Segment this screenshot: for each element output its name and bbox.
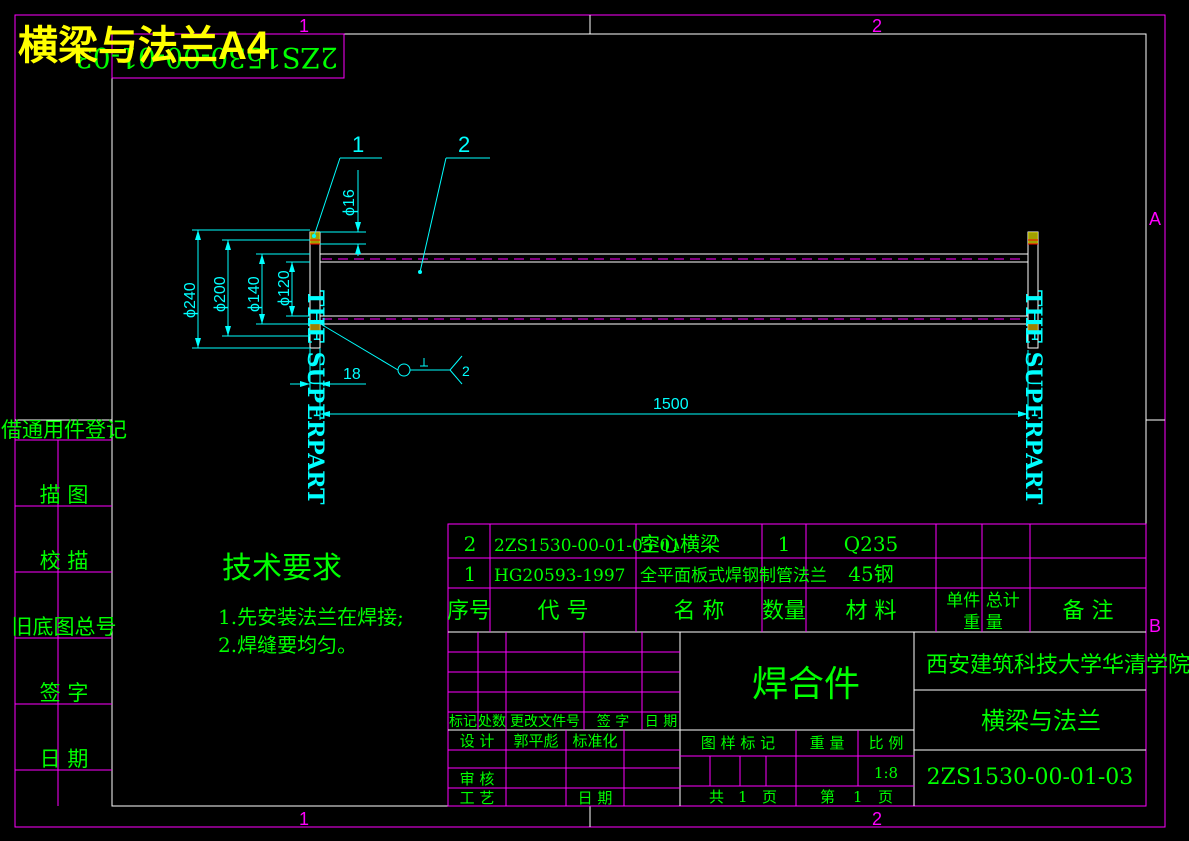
diameter-dimensions — [192, 170, 1029, 420]
bom-row-no: 1 — [464, 562, 477, 586]
drawing-frame — [14, 14, 1166, 828]
tech-requirements: 技术要求 1.先安装法兰在焊接; 2.焊缝要均匀。 — [218, 551, 404, 657]
dim-phi120: ϕ120 — [276, 270, 293, 306]
sheet-title: 横梁与法兰A4 — [18, 24, 270, 68]
design-label: 设 计 — [460, 732, 495, 750]
bom-header-qty: 数量 — [762, 599, 806, 624]
designer-name: 郭平彪 — [513, 732, 558, 750]
dim-phi200: ϕ200 — [212, 276, 229, 312]
bom-header-weight-bottom: 重 量 — [963, 613, 1002, 633]
weight-label: 重 量 — [810, 734, 845, 752]
part-callouts — [313, 157, 490, 385]
bom-row-material: 45钢 — [848, 562, 893, 586]
tech-req-item-2: 2.焊缝要均匀。 — [218, 633, 357, 657]
rev-label-date: 日 期 — [645, 714, 677, 730]
revision-header: 标记 处数 更改文件号 签 字 日 期 — [449, 713, 677, 730]
zone-right-a: A — [1149, 209, 1161, 229]
side-column: 借通用件登记 描 图 校 描 旧底图总号 签 字 日 期 — [1, 418, 127, 771]
bom-header-code: 代 号 — [538, 599, 589, 624]
beam-outline — [320, 253, 1028, 325]
side-label-borrow: 借通用件登记 — [1, 418, 127, 442]
bom-row-no: 2 — [464, 532, 477, 556]
scale-value: 1:8 — [874, 764, 898, 782]
side-label-trace: 描 图 — [40, 483, 89, 507]
bom-row-code: HG20593-1997 — [494, 566, 626, 586]
part-name: 横梁与法兰 — [981, 707, 1101, 735]
bom-row: 2 2ZS1530-00-01-03-01 空心横梁 1 Q235 — [464, 532, 899, 556]
bom-header-material: 材 料 — [846, 599, 897, 624]
callout-2: 2 — [458, 132, 470, 157]
approval-date-label: 日 期 — [578, 789, 613, 807]
sheet-label: 第 — [820, 788, 835, 806]
bom-row-material: Q235 — [844, 532, 899, 556]
stage-label: 图 样 标 记 — [701, 734, 775, 752]
zone-bottom-2: 2 — [872, 809, 882, 829]
dim-phi16: ϕ16 — [341, 189, 358, 216]
title-block-grid — [448, 632, 1146, 806]
watermarks: THE SUPERPART THE SUPERPART — [302, 290, 1046, 505]
bom-header-weight-top: 单件 总计 — [946, 591, 1019, 611]
callout-numbers: 1 2 2 — [352, 132, 470, 379]
side-label-sign: 签 字 — [40, 681, 89, 705]
zone-right-b: B — [1149, 616, 1161, 636]
tech-req-item-1: 1.先安装法兰在焊接; — [218, 605, 404, 629]
bom-table-grid — [447, 523, 1147, 807]
dimension-arrows — [195, 222, 1028, 417]
zone-top-1: 1 — [299, 16, 309, 36]
part-view: ϕ240 ϕ200 ϕ140 ϕ120 ϕ16 18 1500 1 — [182, 132, 1046, 505]
bom-header-no: 序号 — [447, 599, 491, 624]
side-label-old-number: 旧底图总号 — [12, 615, 117, 639]
watermark-left: THE SUPERPART — [302, 290, 328, 505]
side-label-date: 日 期 — [40, 747, 89, 771]
zone-bottom-1: 1 — [299, 809, 309, 829]
sheet-unit: 页 — [878, 788, 893, 806]
zone-labels: 1 2 1 2 A B — [299, 16, 1161, 829]
bom-row-name: 空心横梁 — [640, 532, 720, 556]
rev-label-doc: 更改文件号 — [510, 714, 580, 730]
dimension-texts: ϕ240 ϕ200 ϕ140 ϕ120 ϕ16 18 1500 — [182, 189, 689, 413]
bom-header-name: 名 称 — [674, 599, 725, 624]
side-label-check-trace: 校 描 — [40, 549, 89, 573]
process-label: 工 艺 — [460, 789, 495, 807]
total-label: 共 — [709, 788, 724, 806]
rev-label-count: 处数 — [478, 714, 506, 730]
standard-label: 标准化 — [572, 732, 617, 750]
dim-flange-thickness: 18 — [343, 366, 361, 383]
drawing-number: 2ZS1530-00-01-03 — [927, 765, 1134, 790]
watermark-right: THE SUPERPART — [1020, 290, 1046, 505]
mirrored-drawing-code: 2ZS1530-00-01-03 — [75, 41, 338, 74]
bom-table: 2 2ZS1530-00-01-03-01 空心横梁 1 Q235 1 HG20… — [447, 532, 1114, 633]
drawing-name: 焊合件 — [752, 664, 860, 705]
tech-req-title: 技术要求 — [222, 551, 342, 586]
title-block: 焊合件 西安建筑科技大学华清学院 横梁与法兰 2ZS1530-00-01-03 … — [449, 653, 1189, 807]
bom-row-name: 全平面板式焊钢制管法兰 — [640, 566, 827, 586]
school-name: 西安建筑科技大学华清学院 — [926, 653, 1189, 678]
outer-border — [14, 14, 1166, 828]
sheet-value: 1 — [853, 788, 863, 806]
bom-row-qty: 1 — [778, 532, 791, 556]
bom-row: 1 HG20593-1997 全平面板式焊钢制管法兰 45钢 — [464, 562, 894, 586]
mirrored-code-box: 2ZS1530-00-01-03 — [75, 33, 345, 79]
dim-phi240: ϕ240 — [182, 282, 199, 318]
sheet-info: 图 样 标 记 重 量 比 例 1:8 共 1 页 第 1 页 — [701, 734, 904, 806]
total-value: 1 — [738, 788, 748, 806]
zone-top-2: 2 — [872, 16, 882, 36]
total-unit: 页 — [762, 788, 777, 806]
dim-length: 1500 — [653, 396, 689, 413]
rev-label-mark: 标记 — [449, 714, 477, 730]
bom-header-remark: 备 注 — [1063, 599, 1114, 624]
bom-header: 序号 代 号 名 称 数量 材 料 单件 总计 重 量 备 注 — [447, 591, 1114, 633]
right-flange — [1027, 231, 1039, 349]
bom-row-code: 2ZS1530-00-01-03-01 — [494, 536, 681, 556]
scale-label: 比 例 — [869, 734, 904, 752]
rev-label-sign: 签 字 — [597, 713, 629, 730]
beam-hidden-lines — [322, 258, 1026, 320]
dim-phi140: ϕ140 — [246, 276, 263, 312]
approval-block: 设 计 郭平彪 标准化 审 核 工 艺 日 期 — [460, 732, 618, 807]
check-label: 审 核 — [460, 770, 495, 788]
callout-1: 1 — [352, 132, 364, 157]
weld-symbol-label: 2 — [462, 363, 470, 379]
